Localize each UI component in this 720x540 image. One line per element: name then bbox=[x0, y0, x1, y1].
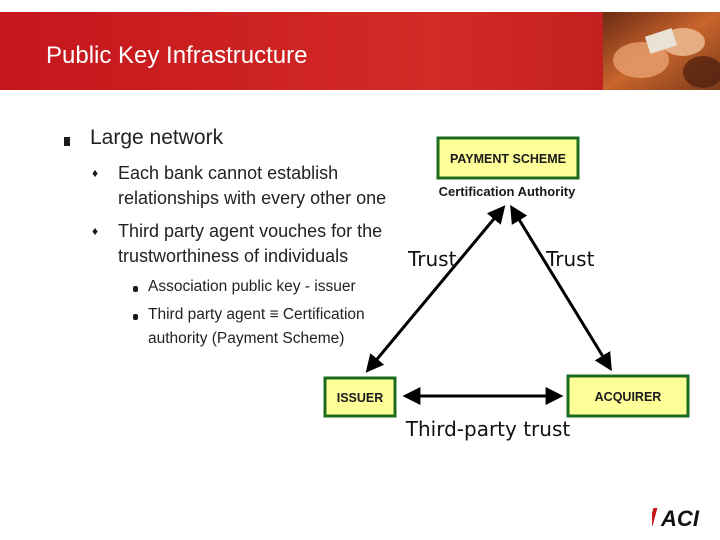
trust-label-left: Trust bbox=[407, 247, 457, 271]
aci-logo-text: ACI bbox=[660, 506, 700, 530]
diamond-bullet-icon: ♦ bbox=[92, 166, 99, 180]
bullet-third-party-line1: Third party agent vouches for the bbox=[118, 221, 383, 241]
bullet-list: Large network ♦ Each bank cannot establi… bbox=[0, 0, 420, 400]
payment-scheme-box bbox=[436, 136, 580, 180]
header-photo bbox=[603, 12, 720, 90]
trust-arrow-right bbox=[510, 204, 612, 372]
bullet-each-bank-line1: Each bank cannot establish bbox=[118, 163, 339, 183]
issuer-box bbox=[323, 376, 397, 418]
third-party-trust-label: Third-party trust bbox=[405, 417, 571, 441]
bullet-association-key: Association public key - issuer bbox=[148, 278, 356, 295]
dot-bullet-icon bbox=[133, 314, 138, 320]
certification-authority-label: Certification Authority bbox=[439, 184, 577, 199]
bullet-third-party-agent-line1: Third party agent ≡ Certification bbox=[148, 306, 365, 323]
aci-logo: ACI bbox=[652, 506, 708, 530]
trust-label-right: Trust bbox=[545, 247, 595, 271]
bullet-third-party-line2: trustworthiness of individuals bbox=[118, 246, 349, 266]
trust-arrow-left bbox=[365, 205, 506, 373]
bullet-third-party-agent-line2: authority (Payment Scheme) bbox=[148, 330, 345, 347]
acquirer-box bbox=[566, 374, 690, 418]
title-banner: Public Key Infrastructure bbox=[0, 12, 720, 90]
slide-title: Public Key Infrastructure bbox=[46, 42, 308, 69]
bullet-each-bank-line2: relationships with every other one bbox=[118, 188, 387, 208]
acquirer-label: ACQUIRER bbox=[595, 390, 662, 404]
bullet-large-network: Large network bbox=[90, 126, 224, 149]
trust-triangle-diagram: PAYMENT SCHEME Certification Authority I… bbox=[323, 136, 690, 441]
diamond-bullet-icon: ♦ bbox=[92, 224, 99, 238]
issuer-label: ISSUER bbox=[337, 391, 384, 405]
payment-scheme-label: PAYMENT SCHEME bbox=[450, 152, 566, 166]
dot-bullet-icon bbox=[133, 286, 138, 292]
square-bullet-icon bbox=[64, 137, 70, 146]
